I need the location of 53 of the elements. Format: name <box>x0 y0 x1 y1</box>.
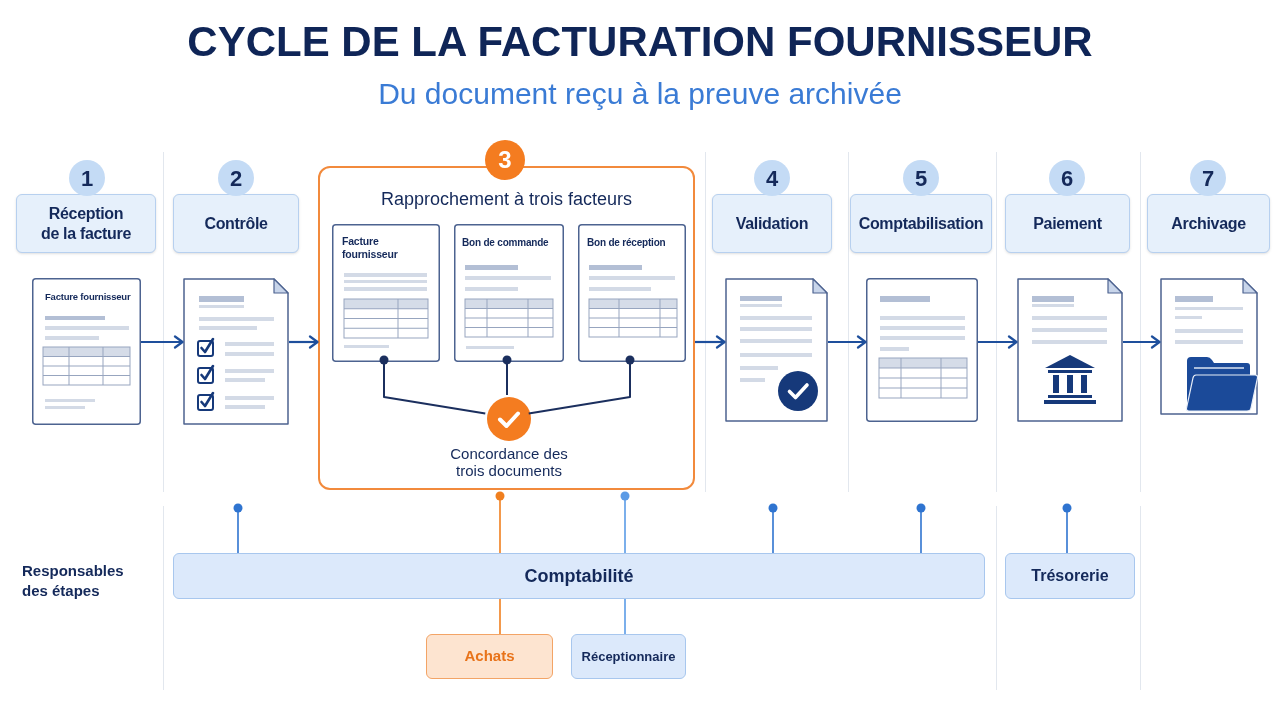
responsibility-line <box>495 491 505 554</box>
document-illustration <box>866 278 978 422</box>
responsibility-line <box>1062 503 1072 554</box>
document-illustration <box>32 278 141 425</box>
flow-arrow <box>978 335 1018 349</box>
document-illustration <box>578 224 686 362</box>
document-title: Facture fournisseur <box>342 235 399 262</box>
node-caption: Concordance des trois documents <box>449 445 569 480</box>
responsibility-line <box>620 491 630 554</box>
document-illustration <box>183 278 289 425</box>
department-bar: Comptabilité <box>173 553 985 599</box>
row-heading: Responsables des étapes <box>22 561 125 600</box>
step-number-badge: 5 <box>903 160 939 196</box>
step-title-card: Archivage <box>1147 194 1270 253</box>
flow-arrow <box>828 335 867 349</box>
step-number-badge: 6 <box>1049 160 1085 196</box>
responsibility-line <box>916 503 926 554</box>
group-title: Rapprochement à trois facteurs <box>380 188 633 211</box>
flow-arrow <box>1123 335 1161 349</box>
step-title-card: Réception de la facture <box>16 194 156 253</box>
flow-arrow <box>141 335 184 349</box>
connector-line <box>379 355 487 415</box>
document-illustration <box>1160 278 1258 415</box>
department-box: Achats <box>426 634 553 679</box>
step-title-card: Comptabilisation <box>850 194 992 253</box>
document-illustration <box>1017 278 1123 422</box>
subtitle: Du document reçu à la preuve archivée <box>378 76 902 112</box>
flow-arrow <box>695 335 726 349</box>
step-number-badge: 7 <box>1190 160 1226 196</box>
step-title-card: Paiement <box>1005 194 1130 253</box>
document-illustration <box>725 278 828 422</box>
step-number-badge: 4 <box>754 160 790 196</box>
responsibility-line <box>499 598 501 635</box>
department-box: Réceptionnaire <box>571 634 686 679</box>
process-group-frame <box>318 166 695 490</box>
department-box: Trésorerie <box>1005 553 1135 599</box>
step-title-card: Contrôle <box>173 194 299 253</box>
document-title: Bon de commande <box>462 237 549 250</box>
responsibility-line <box>233 503 243 554</box>
step-title-card: Validation <box>712 194 832 253</box>
connector-line <box>527 355 635 415</box>
responsibility-line <box>624 598 626 635</box>
flow-arrow <box>289 335 319 349</box>
title: CYCLE DE LA FACTURATION FOURNISSEUR <box>187 18 1093 67</box>
document-illustration <box>454 224 564 362</box>
connector-line <box>502 355 512 396</box>
step-number-badge: 2 <box>218 160 254 196</box>
responsibility-line <box>768 503 778 554</box>
step-number-badge: 3 <box>485 140 525 180</box>
document-title: Bon de réception <box>587 237 666 250</box>
document-title: Facture fournisseur <box>45 291 131 303</box>
document-illustration <box>332 224 440 362</box>
step-number-badge: 1 <box>69 160 105 196</box>
